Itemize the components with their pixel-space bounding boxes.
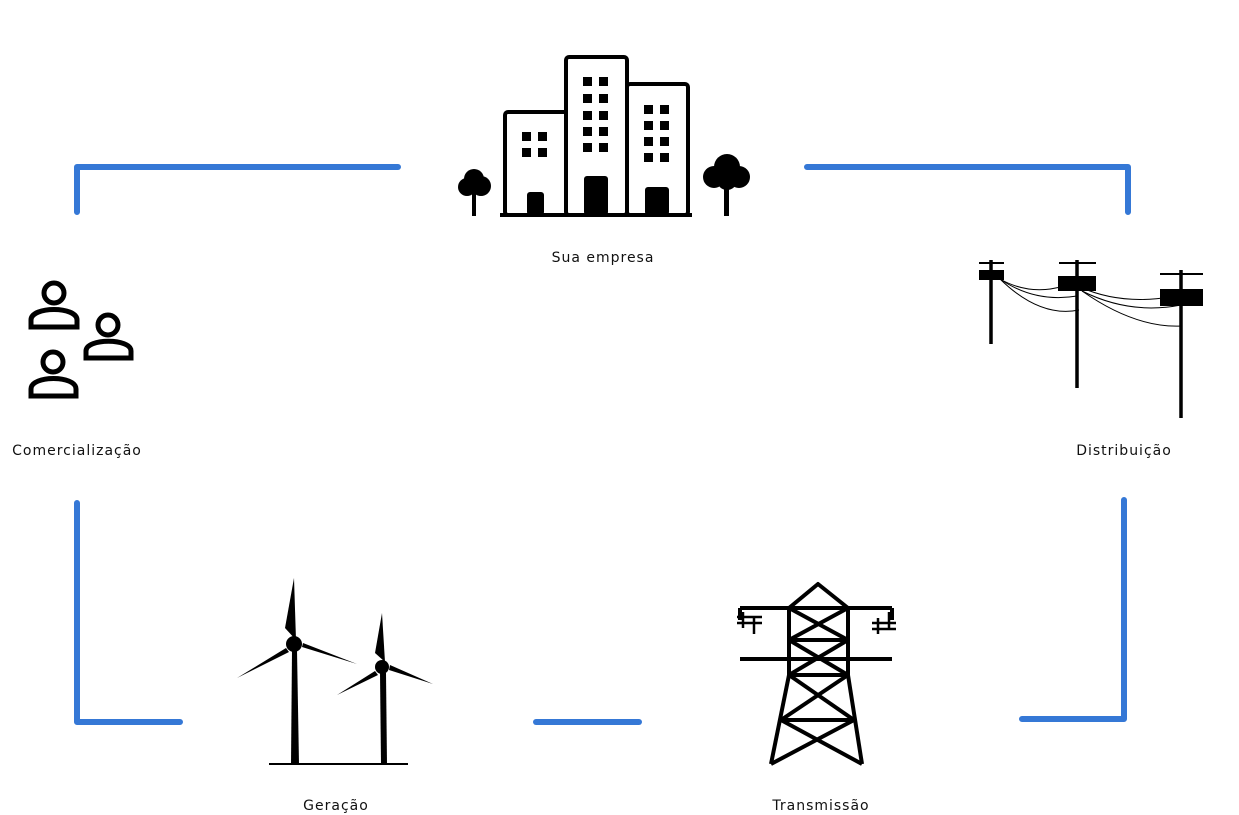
buildings-icon — [458, 55, 750, 217]
label-company: Sua empresa — [551, 250, 655, 266]
connectors — [74, 164, 1131, 725]
tree-left-icon — [458, 169, 491, 216]
tree-right-icon — [703, 154, 750, 216]
label-commercialization: Comercialização — [12, 443, 142, 459]
wind-turbines-icon — [237, 578, 433, 765]
label-generation: Geração — [303, 798, 369, 814]
connector-transmission-distribution — [1019, 497, 1127, 722]
label-transmission: Transmissão — [772, 798, 870, 814]
transmission-tower-icon — [737, 582, 896, 766]
connector-commercialization-generation — [74, 500, 183, 725]
utility-poles-icon — [979, 260, 1203, 418]
label-distribution: Distribuição — [1076, 443, 1172, 459]
people-icon — [28, 280, 134, 399]
connector-company-distribution — [804, 164, 1131, 215]
connector-company-commercialization — [74, 164, 401, 215]
